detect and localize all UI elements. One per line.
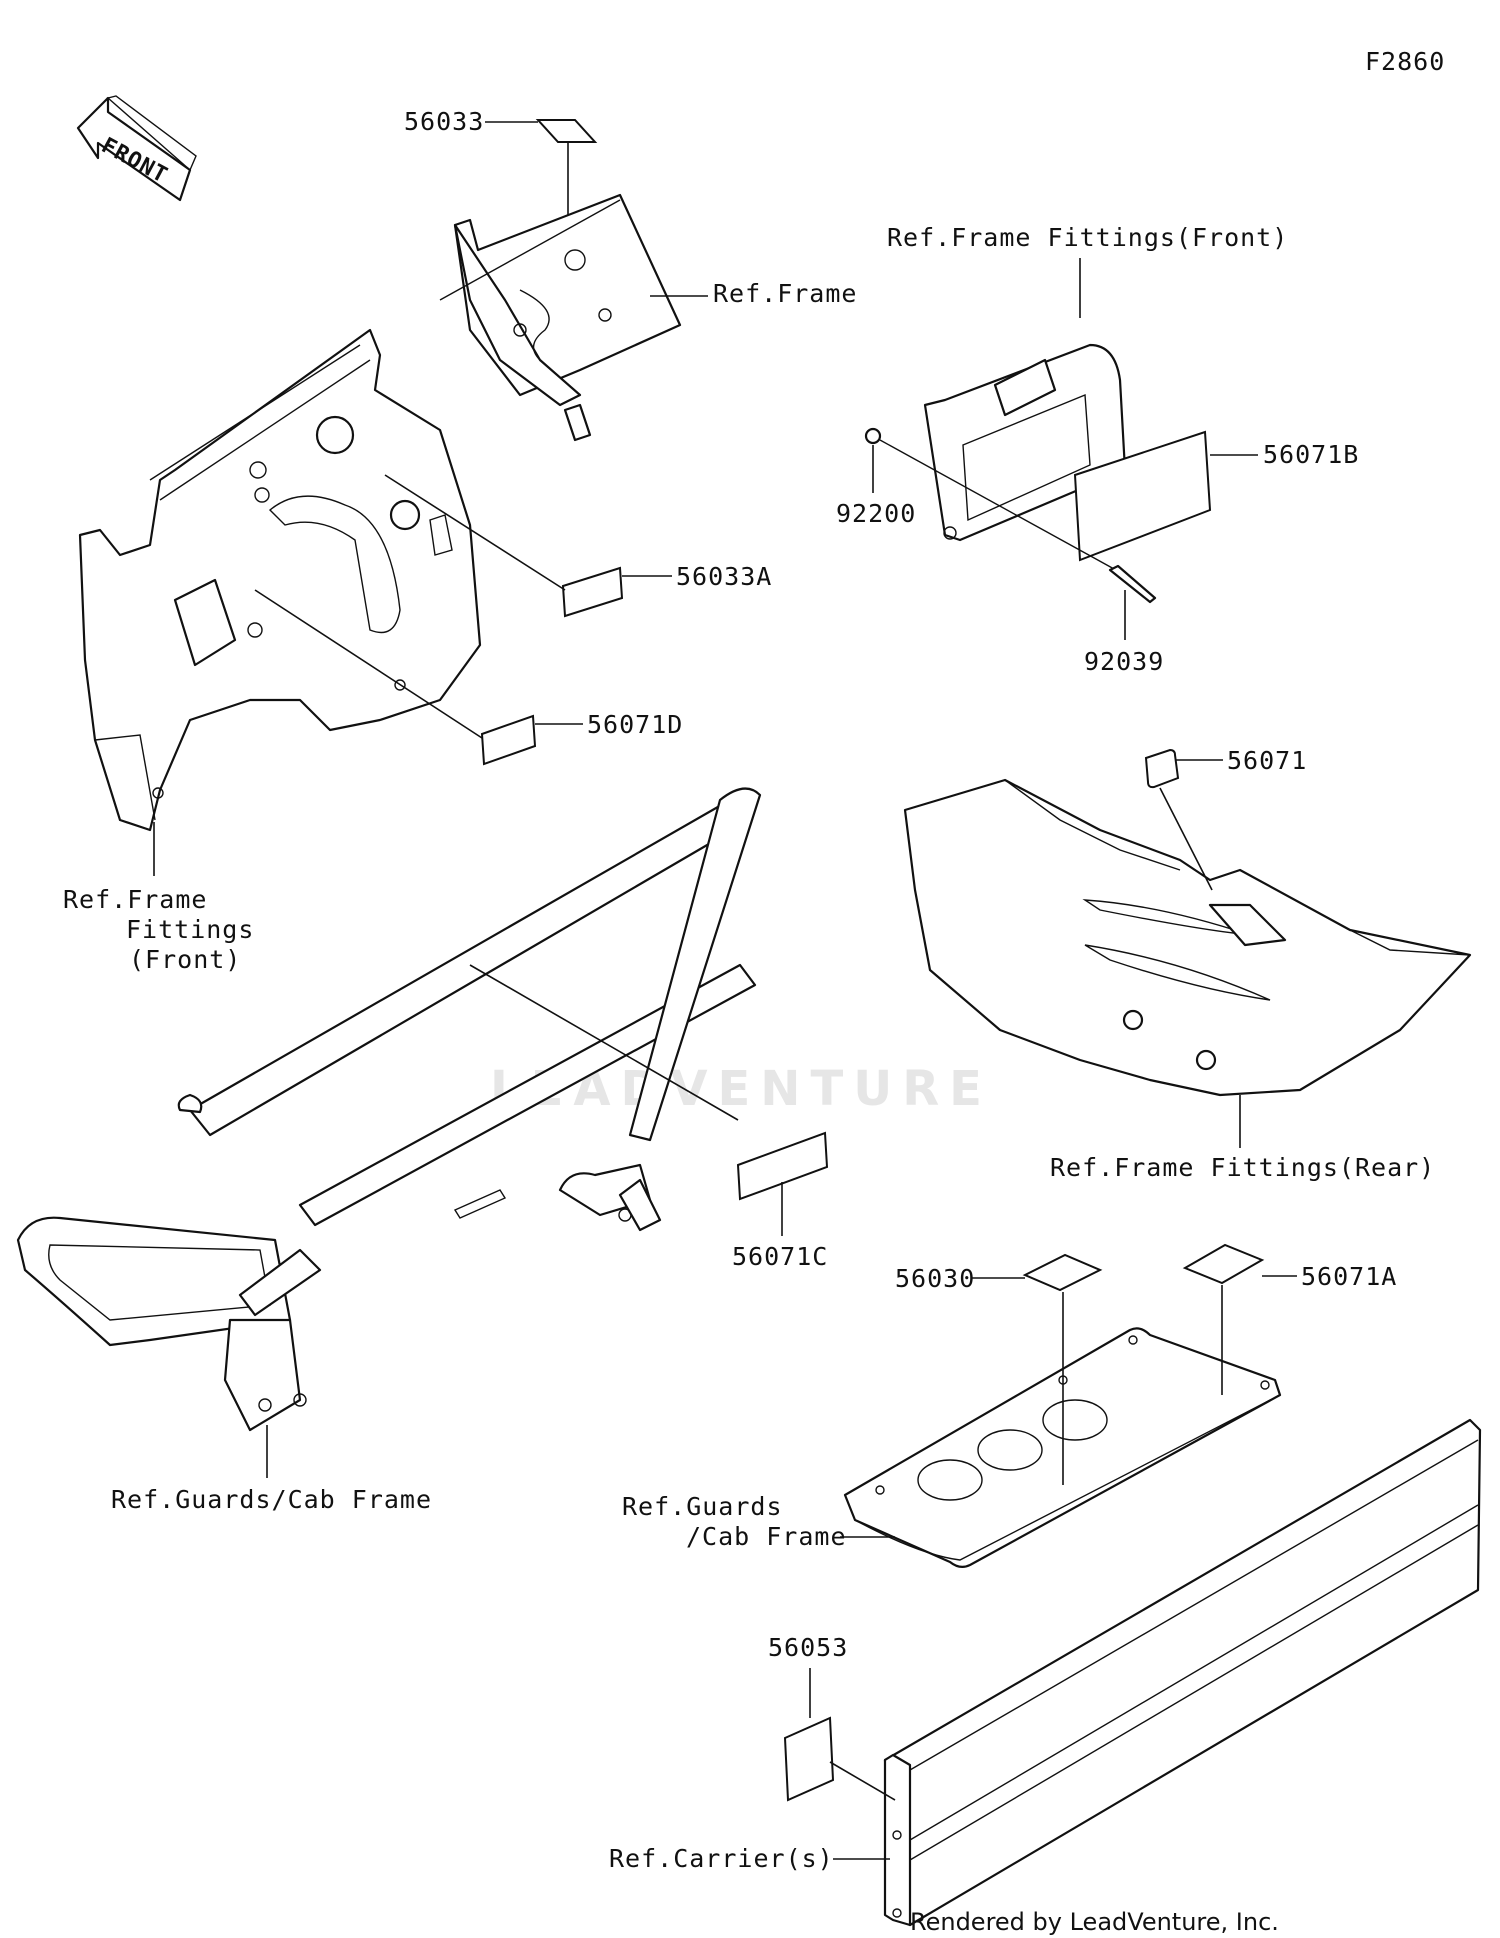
diagram-code: F2860: [1365, 47, 1445, 76]
leader-56071-down: [1159, 787, 1213, 891]
frame-plate: [439, 193, 682, 442]
label-56030: 56030: [895, 1264, 975, 1293]
decal-56053[interactable]: [783, 1716, 835, 1802]
decal-56033[interactable]: [535, 119, 598, 143]
front-arrow-icon: FRONT: [76, 95, 197, 202]
footer-credit: Rendered by LeadVenture, Inc.: [910, 1908, 1279, 1936]
rivet-axis-line: [879, 439, 1126, 576]
leader-56071c-diag: [469, 964, 739, 1121]
decal-56033a[interactable]: [561, 566, 624, 618]
label-56071c: 56071C: [732, 1242, 828, 1271]
rivet-92039[interactable]: [1108, 564, 1157, 604]
label-ref-guards-cab-frame-1: Ref.Guards/Cab Frame: [111, 1485, 432, 1514]
decal-56030[interactable]: [1022, 1253, 1103, 1292]
decal-56071a[interactable]: [1182, 1243, 1265, 1285]
label-ref-frame-fittings-front-2-l1: Ref.Frame: [63, 885, 207, 914]
label-92200: 92200: [836, 499, 916, 528]
nut-92200[interactable]: [864, 427, 882, 445]
label-56033: 56033: [404, 107, 484, 136]
label-56053: 56053: [768, 1633, 848, 1662]
label-ref-frame-fittings-front-2-l3: (Front): [129, 945, 241, 974]
label-ref-guards-cab-frame-2-l2: /Cab Frame: [686, 1522, 847, 1551]
decal-56071c[interactable]: [736, 1131, 829, 1201]
frame-fittings-rear-fender: [903, 778, 1472, 1097]
label-56071d: 56071D: [587, 710, 683, 739]
label-56071a: 56071A: [1301, 1262, 1397, 1291]
decal-56071d[interactable]: [480, 714, 537, 766]
label-92039: 92039: [1084, 647, 1164, 676]
label-ref-guards-cab-frame-2-l1: Ref.Guards: [622, 1492, 783, 1521]
label-56071: 56071: [1227, 746, 1307, 775]
frame-fittings-front-dashboard: [78, 328, 482, 832]
label-ref-frame: Ref.Frame: [713, 279, 857, 308]
decal-56071b[interactable]: [1073, 430, 1212, 562]
label-ref-frame-fittings-front-1: Ref.Frame Fittings(Front): [887, 223, 1288, 252]
leader-56071d-diag: [254, 589, 483, 739]
label-ref-frame-fittings-rear: Ref.Frame Fittings(Rear): [1050, 1153, 1435, 1182]
label-ref-carriers: Ref.Carrier(s): [609, 1844, 834, 1873]
label-ref-frame-fittings-front-2-l2: Fittings: [126, 915, 254, 944]
leader-56033a-diag: [384, 474, 566, 591]
label-56071b: 56071B: [1263, 440, 1359, 469]
leader-56053-diag: [829, 1761, 896, 1801]
label-56033a: 56033A: [676, 562, 772, 591]
guards-cab-frame: [16, 787, 762, 1432]
decal-56071[interactable]: [1144, 748, 1180, 789]
